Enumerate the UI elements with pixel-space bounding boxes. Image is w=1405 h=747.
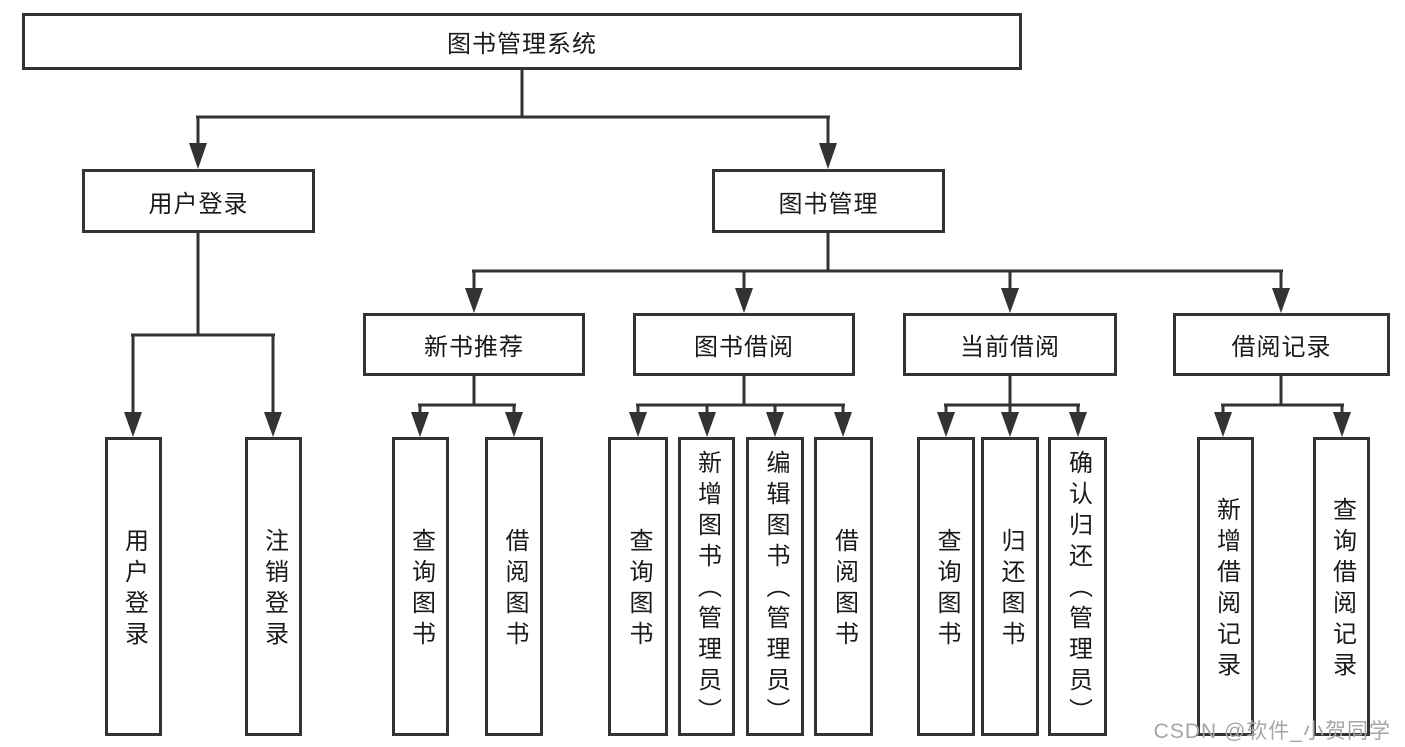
node-root-system: 图书管理系统 — [22, 13, 1022, 70]
leaf-current-query-books: 查询图书 — [917, 437, 975, 736]
node-book-borrow: 图书借阅 — [633, 313, 855, 376]
node-borrow-records: 借阅记录 — [1173, 313, 1390, 376]
leaf-recommend-borrow-books: 借阅图书 — [485, 437, 543, 736]
leaf-current-confirm-return-admin: 确认归还（管理员） — [1048, 437, 1107, 736]
leaf-logout: 注销登录 — [245, 437, 302, 736]
node-new-book-recommend: 新书推荐 — [363, 313, 585, 376]
leaf-borrow-borrow-books: 借阅图书 — [814, 437, 873, 736]
node-user-login: 用户登录 — [82, 169, 315, 233]
node-book-management: 图书管理 — [712, 169, 945, 233]
node-current-borrow: 当前借阅 — [903, 313, 1117, 376]
csdn-watermark: CSDN @软件_小贺同学 — [1153, 720, 1391, 743]
leaf-borrow-add-books-admin: 新增图书（管理员） — [678, 437, 735, 736]
leaf-current-return-books: 归还图书 — [981, 437, 1039, 736]
leaf-recommend-query-books: 查询图书 — [392, 437, 449, 736]
leaf-borrow-edit-books-admin: 编辑图书（管理员） — [746, 437, 804, 736]
leaf-user-login: 用户登录 — [105, 437, 162, 736]
leaf-records-query-record: 查询借阅记录 — [1313, 437, 1370, 736]
leaf-records-add-record: 新增借阅记录 — [1197, 437, 1254, 736]
leaf-borrow-query-books: 查询图书 — [608, 437, 668, 736]
